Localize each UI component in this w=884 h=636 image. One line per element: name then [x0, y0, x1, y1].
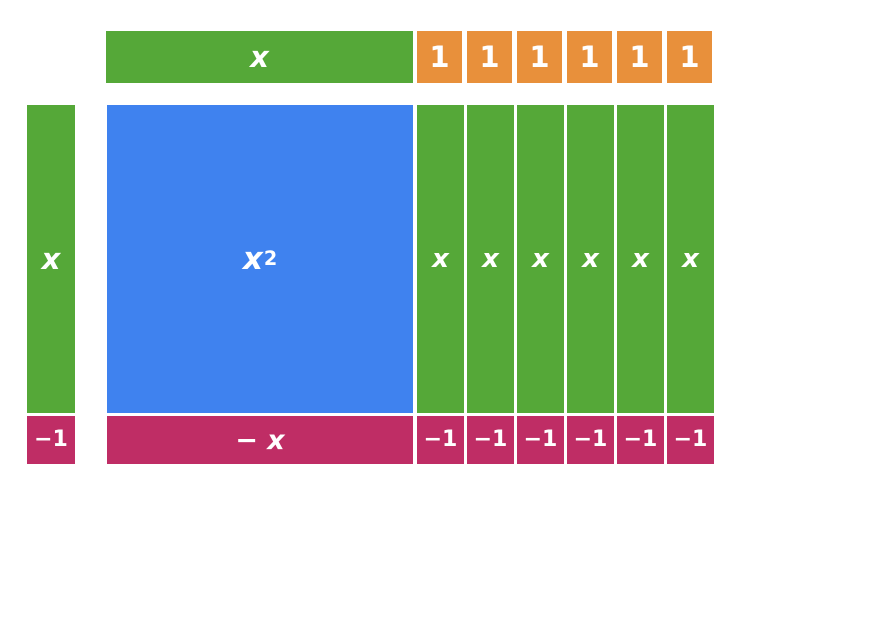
top-header-unit-tile[interactable]: 1 — [417, 31, 462, 83]
grid-negative-unit-tile[interactable]: −1 — [467, 416, 514, 464]
top-header-unit-tile[interactable]: 1 — [617, 31, 662, 83]
grid-x-tile[interactable]: x — [417, 105, 464, 413]
top-header-unit-tile[interactable]: 1 — [667, 31, 712, 83]
grid-negative-unit-tile[interactable]: −1 — [417, 416, 464, 464]
grid-negative-unit-tile[interactable]: −1 — [667, 416, 714, 464]
grid-negative-unit-tile[interactable]: −1 — [567, 416, 614, 464]
grid-x-tile[interactable]: x — [617, 105, 664, 413]
grid-x-tile[interactable]: x — [517, 105, 564, 413]
x-squared-base: x — [242, 240, 263, 277]
left-header-x-tile[interactable]: x — [27, 105, 75, 413]
grid-negative-unit-tile[interactable]: −1 — [517, 416, 564, 464]
top-header-x-tile[interactable]: x — [106, 31, 413, 83]
grid-x-tile[interactable]: x — [667, 105, 714, 413]
top-header-unit-tile[interactable]: 1 — [567, 31, 612, 83]
top-header-unit-tile[interactable]: 1 — [467, 31, 512, 83]
x-squared-exponent: 2 — [263, 247, 278, 271]
grid-x-tile[interactable]: x — [567, 105, 614, 413]
negative-x-tile[interactable]: − x — [107, 416, 413, 464]
left-header-negative-unit-tile[interactable]: −1 — [27, 416, 75, 464]
top-header-unit-tile[interactable]: 1 — [517, 31, 562, 83]
grid-negative-unit-tile[interactable]: −1 — [617, 416, 664, 464]
grid-x-tile[interactable]: x — [467, 105, 514, 413]
